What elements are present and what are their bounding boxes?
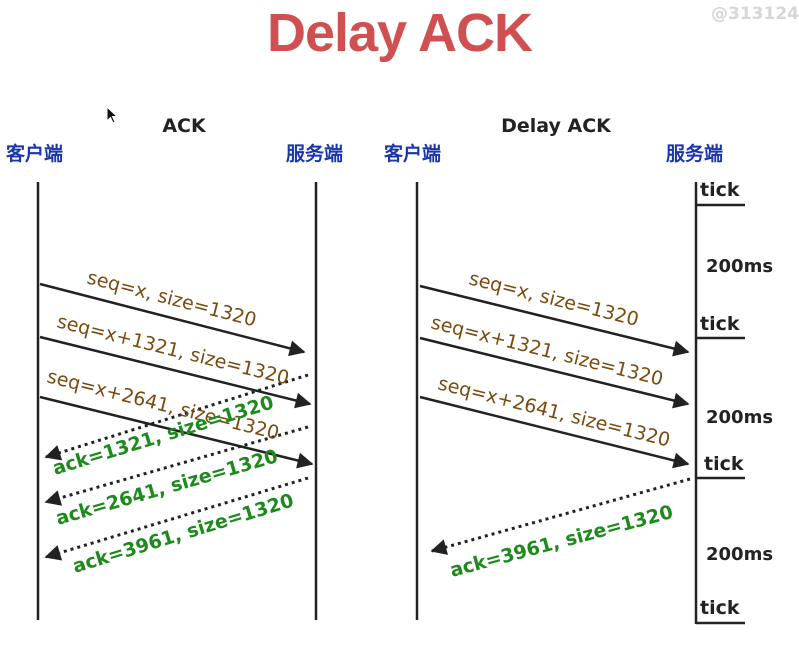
right-server-label: 服务端 (666, 142, 723, 165)
right-tick-label-2: tick (700, 313, 740, 335)
right-send-arrow-1 (419, 284, 690, 357)
left-client-label: 客户端 (6, 142, 63, 165)
left-send-arrow-2 (39, 335, 312, 409)
right-client-label: 客户端 (384, 142, 441, 165)
left-panel: ACK 客户端 服务端 seq=x, size=1320 seq=x+1321,… (6, 115, 343, 620)
left-send-arrow-3 (39, 395, 314, 469)
right-tick-label-3: tick (704, 453, 744, 475)
mouse-cursor-icon (106, 106, 119, 124)
left-seq-label-1: seq=x, size=1320 (85, 267, 259, 332)
left-server-label: 服务端 (286, 142, 343, 165)
watermark: @313124 (711, 4, 799, 24)
right-interval-label-1: 200ms (706, 256, 773, 277)
page-title: Delay ACK (266, 3, 533, 63)
right-tick-label-4: tick (700, 597, 740, 619)
right-seq-label-1: seq=x, size=1320 (467, 268, 641, 331)
right-send-arrow-2 (419, 336, 690, 409)
right-panel: Delay ACK 客户端 服务端 tick tick tick tick 20… (384, 115, 773, 625)
right-send-arrow-3 (419, 395, 690, 469)
right-panel-title: Delay ACK (501, 115, 612, 137)
right-interval-label-3: 200ms (706, 544, 773, 565)
right-interval-label-2: 200ms (706, 407, 773, 428)
left-panel-title: ACK (162, 115, 207, 137)
right-ack-label-1: ack=3961, size=1320 (448, 501, 676, 582)
right-ack-arrow-1 (430, 477, 691, 555)
right-tick-label-1: tick (700, 179, 740, 201)
left-send-arrow-1 (39, 282, 306, 357)
